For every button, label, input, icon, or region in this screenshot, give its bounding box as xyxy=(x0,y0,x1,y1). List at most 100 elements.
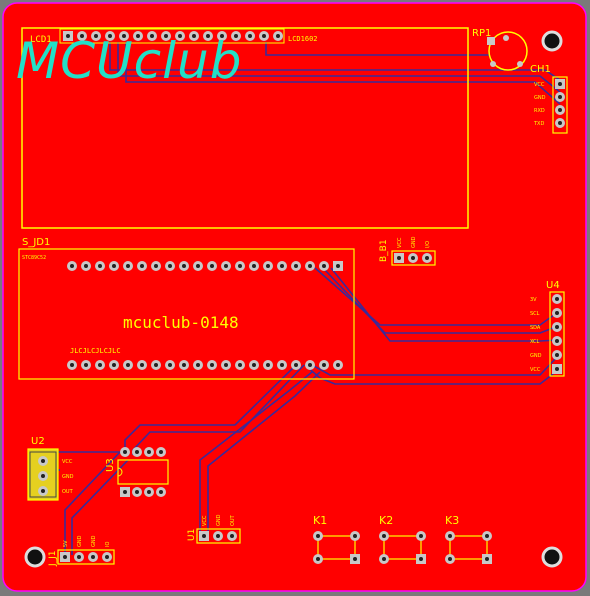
key-pin xyxy=(416,554,426,564)
sjd1-top-pin xyxy=(67,261,77,271)
bb1-header: B_B1 VCC GND I/O xyxy=(379,236,436,266)
lcd1-pin xyxy=(259,31,269,41)
u4-pin xyxy=(552,350,562,360)
j1-pin-label: IO xyxy=(105,542,111,547)
rp1-ref-label: RP1 xyxy=(472,28,491,39)
lcd1-ref-label: LCD1 xyxy=(30,35,52,45)
lcd1-pin xyxy=(91,31,101,41)
u2-pin xyxy=(38,486,48,496)
lcd1-pin xyxy=(203,31,213,41)
sjd1-bottom-pin xyxy=(137,360,147,370)
u1-pin xyxy=(199,531,209,541)
sjd1-top-pin xyxy=(207,261,217,271)
lcd1-pin xyxy=(63,31,73,41)
u1-pin-label: GND xyxy=(216,514,222,526)
lcd1-pin xyxy=(245,31,255,41)
j1-pin-label: GND xyxy=(91,535,97,547)
sjd1-bottom-pin xyxy=(179,360,189,370)
lcd1-pin xyxy=(189,31,199,41)
sjd1-bottom-pin xyxy=(151,360,161,370)
j1-pin xyxy=(74,552,84,562)
sjd1-ref-label: S_JD1 xyxy=(22,237,50,248)
j1-pin xyxy=(102,552,112,562)
u4-ref-label: U4 xyxy=(546,280,560,291)
sjd1-bottom-pin xyxy=(305,360,315,370)
sjd1-bottom-text: JLCJLCJLCJLC xyxy=(70,347,121,355)
u4-pin xyxy=(552,364,562,374)
bb1-ref-label: B_B1 xyxy=(379,239,389,262)
bb1-pin xyxy=(408,253,418,263)
ch1-pin xyxy=(555,118,565,128)
bb1-pin-label: VCC xyxy=(397,237,403,248)
sjd1-top-pin xyxy=(123,261,133,271)
u3-top-pin xyxy=(132,447,142,457)
key-pin xyxy=(445,554,455,564)
sjd1-top-pin xyxy=(277,261,287,271)
sjd1-top-pin xyxy=(81,261,91,271)
j1-pin xyxy=(88,552,98,562)
u3-ref-label: U3 xyxy=(105,458,116,472)
sjd1-bottom-pin xyxy=(207,360,217,370)
sjd1-bottom-pin xyxy=(291,360,301,370)
u3-chip: U3 xyxy=(105,447,169,497)
sjd1-bottom-pin xyxy=(333,360,343,370)
sjd1-bottom-pin xyxy=(81,360,91,370)
key-pin xyxy=(379,554,389,564)
u4-pin-label: SCL xyxy=(530,311,540,317)
lcd1-pin xyxy=(231,31,241,41)
bb1-pin xyxy=(422,253,432,263)
u4-pin-label: VCC xyxy=(530,367,541,373)
u3-top-pin xyxy=(144,447,154,457)
u1-pin xyxy=(227,531,237,541)
sjd1-top-pin xyxy=(333,261,343,271)
sjd1-bottom-pin xyxy=(263,360,273,370)
traces xyxy=(52,42,561,555)
u4-pin-label: 3V xyxy=(530,297,537,303)
u3-top-pin xyxy=(156,447,166,457)
sjd1-top-pin xyxy=(95,261,105,271)
sjd1-bottom-pin xyxy=(95,360,105,370)
ch1-pin-label: VCC xyxy=(534,82,545,88)
lcd1-pin xyxy=(175,31,185,41)
u4-pin xyxy=(552,322,562,332)
sjd1-top-text: STC89C52 xyxy=(22,255,46,261)
lcd1-pin xyxy=(147,31,157,41)
bb1-pin-label: I/O xyxy=(425,241,431,248)
rp1-potentiometer: RP1 xyxy=(472,28,528,71)
lcd1-pin xyxy=(119,31,129,41)
u4-pin xyxy=(552,336,562,346)
sjd1-top-pin xyxy=(221,261,231,271)
u2-pin-label: VCC xyxy=(62,459,73,465)
ch1-pin-label: TXD xyxy=(533,121,544,127)
key-pin xyxy=(482,531,492,541)
bb1-pin-label: GND xyxy=(411,236,417,248)
ch1-pin xyxy=(555,105,565,115)
mcuclub-logo: MCUclub xyxy=(16,32,242,90)
key-3: K3 xyxy=(445,514,492,564)
ch1-pin-label: RXD xyxy=(534,108,545,114)
j1-pin-label: GND xyxy=(77,535,83,547)
key-pin xyxy=(416,531,426,541)
lcd1-pin xyxy=(217,31,227,41)
u2-ref-label: U2 xyxy=(31,436,45,447)
lcd1-footprint: LCD1 LCD1602 xyxy=(21,27,469,229)
mounting-holes xyxy=(24,30,563,568)
key-2: K2 xyxy=(379,514,426,564)
key-ref-label: K3 xyxy=(445,514,459,527)
u4-pin-label: GND xyxy=(530,353,542,359)
u2-pin xyxy=(38,456,48,466)
ch1-ref-label: CH1 xyxy=(530,64,551,75)
lcd1-pin xyxy=(273,31,283,41)
u2-pin-label: GND xyxy=(62,474,74,480)
board-label: mcuclub-0148 xyxy=(123,313,239,332)
sjd1-bottom-pin xyxy=(277,360,287,370)
bb1-pin xyxy=(394,253,404,263)
j1-pin xyxy=(60,552,70,562)
sjd1-top-pin xyxy=(193,261,203,271)
sjd1-bottom-pin xyxy=(193,360,203,370)
